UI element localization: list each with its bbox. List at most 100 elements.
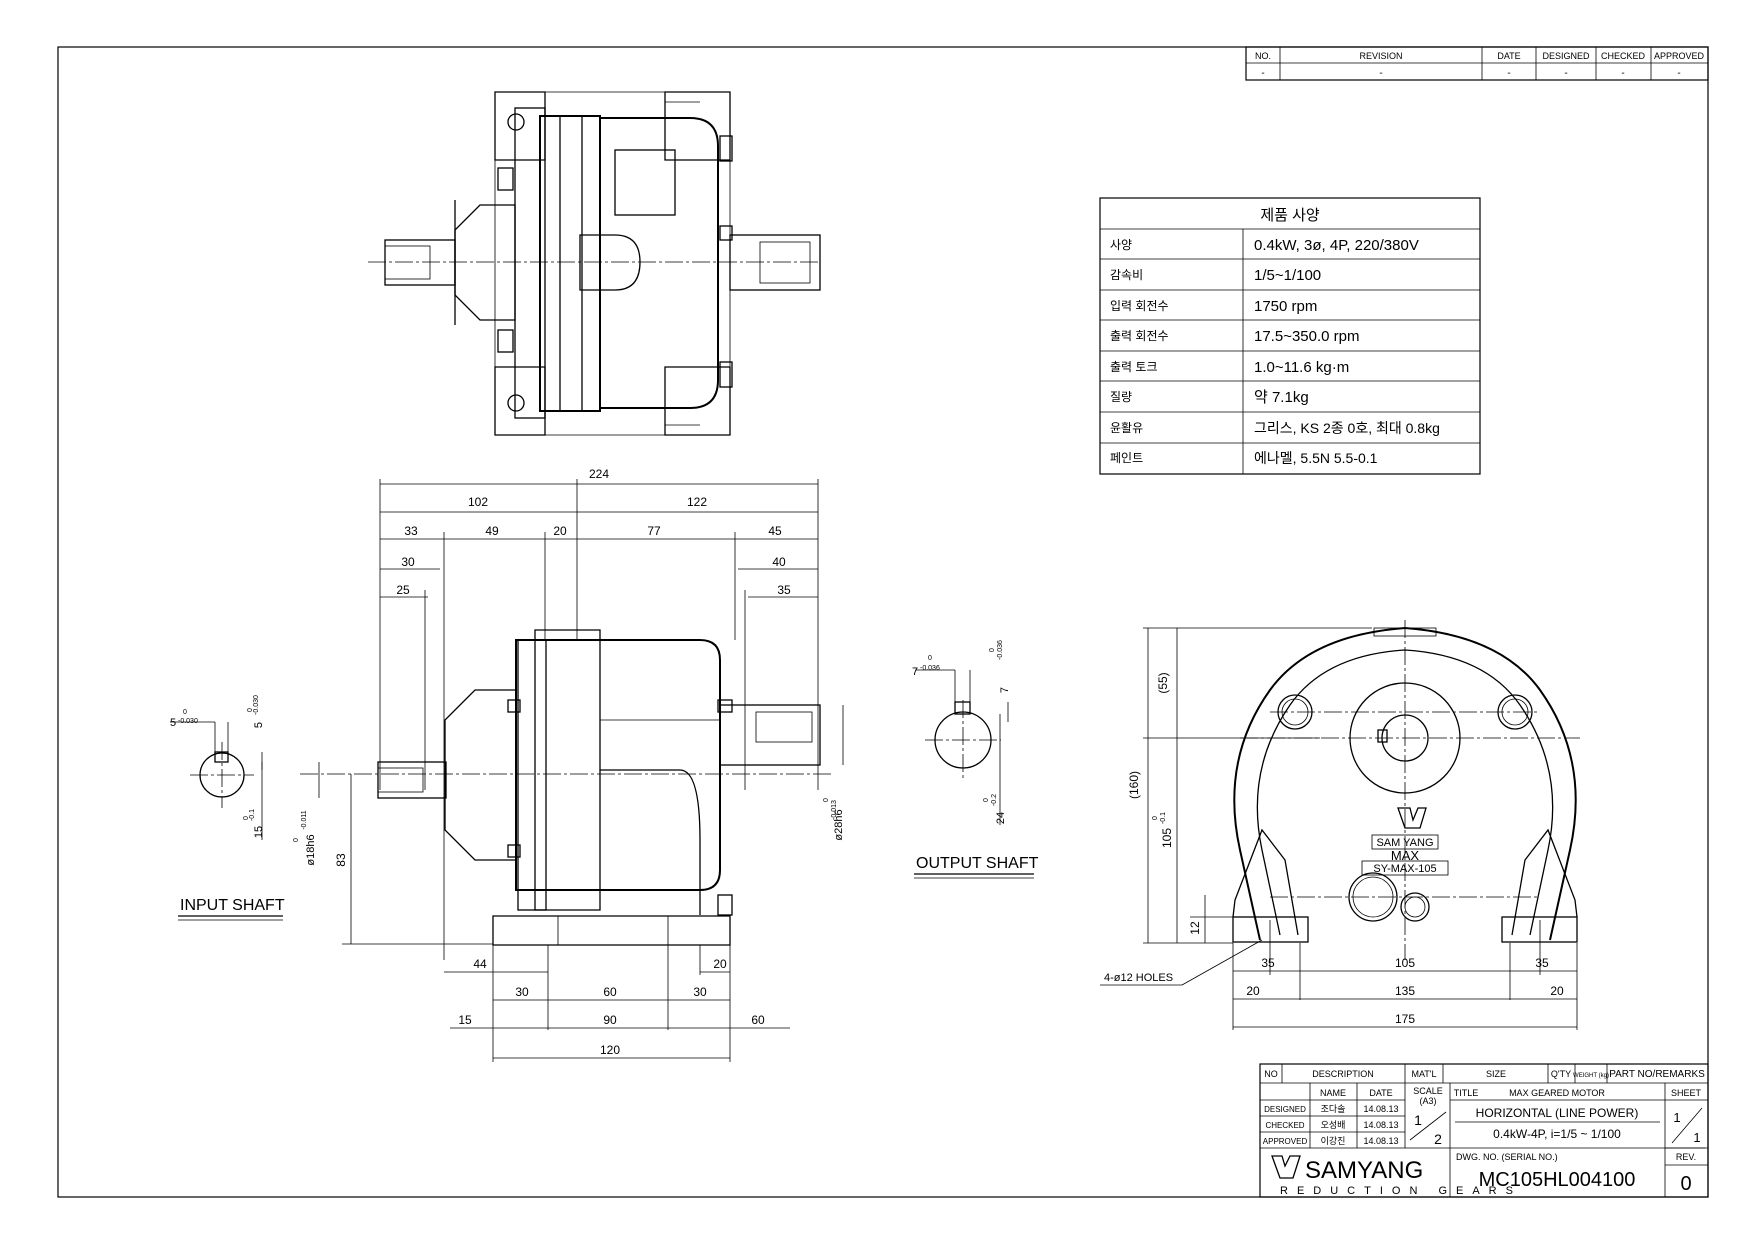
spec-value-3: 17.5~350.0 rpm: [1254, 328, 1360, 345]
dim-224: 224: [589, 467, 609, 481]
output-depth-tol-up: 0: [983, 798, 990, 802]
dim-25-in: 25: [396, 583, 410, 597]
tb-h-rev: REV.: [1676, 1152, 1696, 1162]
dim-60-b: 60: [603, 985, 617, 999]
output-key-height-tol-up: 0: [989, 648, 996, 652]
dim-35-out: 35: [777, 583, 791, 597]
tb-approved-date: 14.08.13: [1363, 1136, 1398, 1146]
dim-12: 12: [1188, 921, 1202, 935]
output-shaft-label: OUTPUT SHAFT: [916, 855, 1039, 872]
tb-approved-name: 이강진: [1321, 1136, 1346, 1146]
tb-h-date: DATE: [1369, 1088, 1392, 1098]
dim-15: 15: [458, 1013, 472, 1027]
input-key-width: 5: [170, 717, 176, 729]
dim-105-h: 105: [1395, 956, 1415, 970]
badge-line3: SY-MAX-105: [1373, 863, 1436, 875]
dim-20-b: 20: [713, 957, 727, 971]
output-depth: 24: [995, 812, 1007, 824]
dim-output-tol-up: 0: [823, 798, 830, 802]
spec-label-0: 사양: [1110, 238, 1132, 252]
dim-90: 90: [603, 1013, 617, 1027]
input-shaft-label: INPUT SHAFT: [180, 897, 285, 914]
dim-55: (55): [1156, 672, 1170, 693]
rev-h-no: NO.: [1255, 51, 1271, 61]
input-key-height-tol-up: 0: [247, 708, 254, 712]
tb-h-part: PART NO/REMARKS: [1609, 1069, 1705, 1080]
dim-20: 20: [553, 524, 567, 538]
dim-44: 44: [473, 957, 487, 971]
tb-sheet-num: 1: [1673, 1110, 1680, 1125]
dim-105-tol-up: 0: [1152, 816, 1159, 820]
dim-output-dia: ø28h6: [833, 809, 845, 840]
tb-h-name: NAME: [1320, 1088, 1346, 1098]
tb-h-dwg: DWG. NO. (SERIAL NO.): [1456, 1152, 1558, 1162]
rev-h-date: DATE: [1497, 51, 1520, 61]
front-view: SAM YANG MAX SY-MAX-105 (160) (55) 105 0…: [1100, 620, 1580, 1030]
rev-h-checked: CHECKED: [1601, 51, 1646, 61]
dim-105-v: 105: [1160, 828, 1174, 848]
tb-rev: 0: [1680, 1173, 1691, 1195]
input-shaft-detail: 5 0 -0.030 5 0 -0.030 15 0 -0.1 INPUT SH…: [170, 695, 285, 921]
rev-v-designed: -: [1564, 68, 1567, 79]
dim-102: 102: [468, 495, 488, 509]
tb-company: SAMYANG: [1305, 1157, 1423, 1184]
spec-label-6: 윤활유: [1110, 421, 1143, 435]
output-depth-tol-low: -0.2: [991, 794, 998, 806]
output-key-height: 7: [999, 687, 1011, 693]
spec-label-5: 질량: [1110, 390, 1132, 404]
output-key-width-tol-low: -0.036: [920, 665, 940, 672]
dim-input-tol-low: -0.011: [301, 810, 308, 829]
spec-value-0: 0.4kW, 3ø, 4P, 220/380V: [1254, 237, 1419, 254]
spec-table: 제품 사양 사양 0.4kW, 3ø, 4P, 220/380V 감속비 1/5…: [1099, 197, 1481, 475]
dim-60-r: 60: [751, 1013, 765, 1027]
tb-company-sub: REDUCTION GEARS: [1280, 1185, 1522, 1197]
side-view: 224 102 122 33 49 20 77 45 30 25 40 35: [293, 467, 845, 1062]
rev-v-no: -: [1261, 68, 1264, 79]
dim-105-tol-low: -0.1: [1160, 812, 1167, 824]
spec-title: 제품 사양: [1260, 207, 1320, 224]
tb-h-desc: DESCRIPTION: [1312, 1069, 1374, 1079]
input-key-width-tol-low: -0.030: [178, 718, 198, 725]
dim-135: 135: [1395, 984, 1415, 998]
dim-45: 45: [768, 524, 782, 538]
tb-title-line1: MAX GEARED MOTOR: [1509, 1088, 1605, 1098]
spec-label-3: 출력 회전수: [1110, 329, 1169, 343]
sheet-border: [57, 46, 1709, 1198]
rev-h-approved: APPROVED: [1654, 51, 1705, 61]
spec-value-2: 1750 rpm: [1254, 298, 1317, 315]
tb-h-qty: Q'TY: [1551, 1069, 1571, 1079]
spec-label-2: 입력 회전수: [1110, 299, 1169, 313]
spec-value-7: 에나멜, 5.5N 5.5-0.1: [1254, 450, 1378, 466]
rev-v-date: -: [1507, 68, 1510, 79]
input-key-height: 5: [253, 722, 265, 728]
tb-checked-date: 14.08.13: [1363, 1120, 1398, 1130]
dim-input-tol-up: 0: [293, 838, 300, 842]
rev-v-revision: -: [1379, 68, 1382, 79]
spec-label-4: 출력 토크: [1110, 360, 1158, 374]
tb-title-line3: 0.4kW-4P, i=1/5 ~ 1/100: [1493, 1127, 1621, 1141]
rev-h-revision: REVISION: [1359, 51, 1402, 61]
rev-v-checked: -: [1621, 68, 1624, 79]
dim-30-in: 30: [401, 555, 415, 569]
dim-49: 49: [485, 524, 499, 538]
input-depth-tol-low: -0.1: [249, 809, 256, 821]
spec-label-1: 감속비: [1110, 268, 1143, 282]
tb-scale-den: 2: [1434, 1131, 1442, 1147]
tb-h-title: TITLE: [1454, 1088, 1479, 1098]
spec-value-1: 1/5~1/100: [1254, 267, 1321, 284]
dim-output-tol-low: -0.013: [831, 800, 838, 820]
dim-33: 33: [404, 524, 418, 538]
dim-20-a: 20: [1246, 984, 1260, 998]
tb-h-matl: MAT'L: [1411, 1069, 1436, 1079]
tb-h-scale: SCALE: [1413, 1086, 1443, 1096]
output-key-width-tol-up: 0: [928, 655, 932, 662]
tb-h-no: NO: [1264, 1069, 1278, 1079]
badge-line2: MAX: [1391, 848, 1420, 863]
title-block: NO DESCRIPTION MAT'L SIZE Q'TY WEIGHT (k…: [1259, 1063, 1709, 1198]
tb-dwg-no: MC105HL004100: [1479, 1169, 1636, 1191]
dim-83: 83: [334, 853, 348, 867]
tb-h-weight: WEIGHT (kg): [1573, 1073, 1609, 1079]
spec-value-6: 그리스, KS 2종 0호, 최대 0.8kg: [1254, 420, 1440, 436]
dim-77: 77: [647, 524, 661, 538]
